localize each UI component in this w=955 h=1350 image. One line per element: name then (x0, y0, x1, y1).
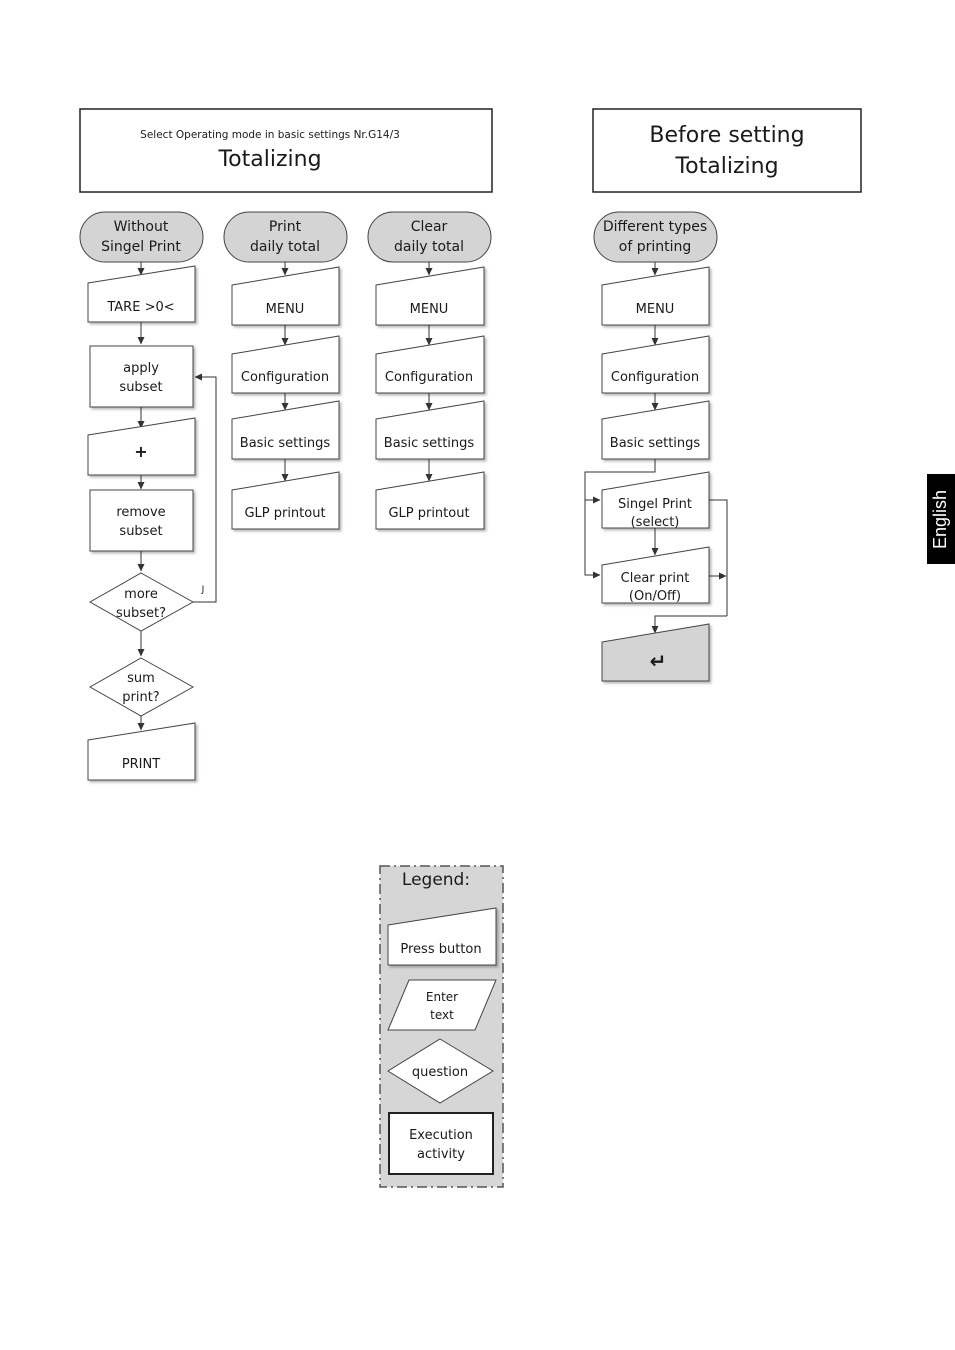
col3-start-line1: Clear (411, 219, 448, 235)
remove-subset-activity: remove subset (89, 489, 194, 552)
remove-line1: remove (116, 505, 165, 520)
col4-start-line1: Different types (603, 219, 707, 235)
col1-start-terminal: Without Singel Print (79, 211, 204, 263)
singel-print-button: Singel Print (select) (601, 471, 710, 530)
clear-line1: Clear print (621, 571, 690, 586)
col3-basic-label: Basic settings (384, 436, 475, 451)
language-tab: English (927, 474, 955, 564)
singel-line1: Singel Print (618, 497, 692, 512)
print-button-step: PRINT (87, 722, 196, 781)
legend-question-label: question (412, 1065, 468, 1080)
tare-button-step: TARE >0< (87, 265, 196, 323)
col4-menu-button: MENU (601, 266, 710, 326)
col2-start-line1: Print (269, 219, 302, 235)
right-header-line2: Totalizing (674, 154, 778, 179)
col3-basic-button: Basic settings (375, 400, 485, 460)
col4-basic-label: Basic settings (610, 436, 701, 451)
sum-line2: print? (122, 690, 159, 705)
col2-config-button: Configuration (231, 335, 340, 394)
legend-enter-text-shape: Enter text (387, 979, 497, 1031)
apply-subset-activity: apply subset (89, 345, 194, 408)
col3-glp-label: GLP printout (388, 506, 469, 521)
col4-menu-label: MENU (636, 302, 675, 317)
legend-enter-line2: text (430, 1008, 454, 1022)
plus-label: + (134, 442, 147, 461)
legend-title: Legend: (402, 870, 470, 890)
tare-label: TARE >0< (106, 300, 174, 315)
col4-config-label: Configuration (611, 370, 699, 385)
singel-line2: (select) (631, 515, 680, 530)
col2-basic-label: Basic settings (240, 436, 331, 451)
apply-line1: apply (123, 361, 159, 376)
language-tab-label: English (930, 489, 951, 549)
legend-execution-shape: Execution activity (388, 1112, 494, 1175)
plus-button-step: + (87, 417, 196, 476)
more-line1: more (124, 587, 158, 602)
enter-symbol: ↵ (650, 649, 667, 673)
col3-start-line2: daily total (394, 239, 464, 255)
col4-config-button: Configuration (601, 335, 710, 394)
print-label: PRINT (122, 757, 160, 772)
more-line2: subset? (116, 606, 166, 621)
col3-start-terminal: Clear daily total (367, 211, 492, 263)
clear-print-button: Clear print (On/Off) (601, 546, 710, 604)
loop-yes-mark: J (201, 585, 205, 595)
col3-menu-button: MENU (375, 266, 485, 326)
col2-start-line2: daily total (250, 239, 320, 255)
col4-start-terminal: Different types of printing (593, 211, 718, 263)
header-subtitle: Select Operating mode in basic settings … (140, 129, 400, 141)
left-header-box: Select Operating mode in basic settings … (79, 108, 493, 193)
col3-menu-label: MENU (410, 302, 449, 317)
col2-config-label: Configuration (241, 370, 329, 385)
legend-exec-line1: Execution (409, 1128, 473, 1143)
more-subset-question: more subset? (88, 572, 195, 632)
clear-line2: (On/Off) (629, 589, 681, 604)
col2-start-terminal: Print daily total (223, 211, 348, 263)
header-title: Totalizing (217, 147, 321, 172)
legend-panel: Legend: Press button Enter text question… (379, 865, 504, 1188)
legend-press-label: Press button (400, 942, 481, 957)
apply-line2: subset (119, 380, 162, 395)
col1-start-line1: Without (114, 219, 169, 235)
col2-menu-button: MENU (231, 266, 340, 326)
col3-config-button: Configuration (375, 335, 485, 394)
col2-glp-button: GLP printout (231, 471, 340, 530)
col3-glp-button: GLP printout (375, 471, 485, 530)
col4-start-line2: of printing (619, 239, 692, 255)
remove-line2: subset (119, 524, 162, 539)
legend-question-shape: question (387, 1038, 494, 1104)
sum-print-question: sum print? (88, 657, 195, 717)
legend-press-button-shape: Press button (387, 907, 497, 966)
col3-config-label: Configuration (385, 370, 473, 385)
right-header-box: Before setting Totalizing (592, 108, 862, 193)
legend-exec-line2: activity (417, 1147, 465, 1162)
sum-line1: sum (127, 671, 155, 686)
col2-basic-button: Basic settings (231, 400, 340, 460)
col4-basic-button: Basic settings (601, 400, 710, 460)
right-header-line1: Before setting (649, 123, 804, 148)
col2-glp-label: GLP printout (244, 506, 325, 521)
col1-start-line2: Singel Print (101, 239, 181, 255)
legend-enter-line1: Enter (426, 990, 458, 1004)
enter-button-step: ↵ (601, 623, 710, 682)
col2-menu-label: MENU (266, 302, 305, 317)
